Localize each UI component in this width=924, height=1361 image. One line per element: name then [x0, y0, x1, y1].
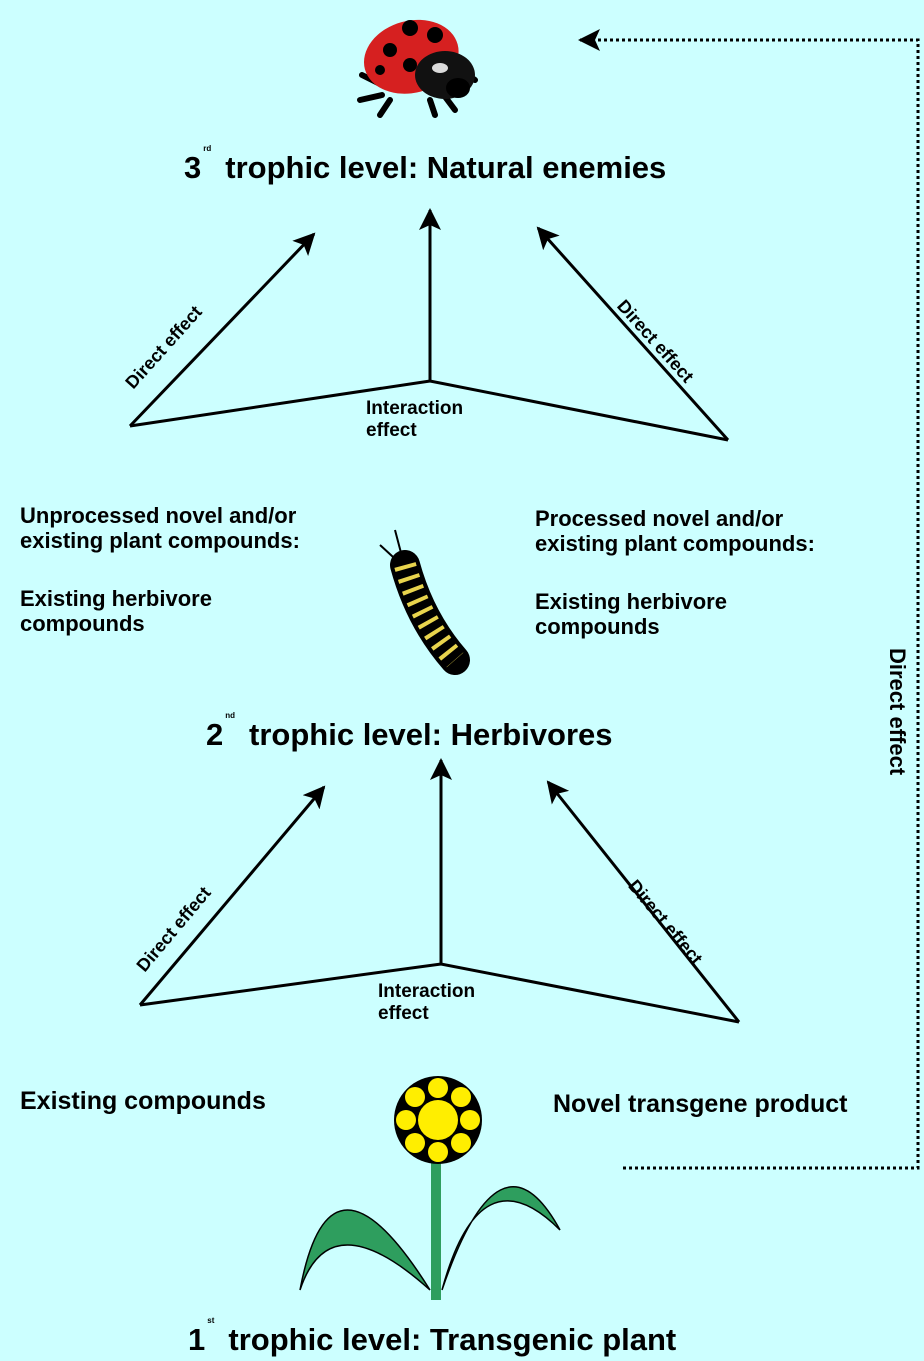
lower-interaction-effect-label: Interaction effect: [378, 981, 476, 1024]
first-trophic-level-label: 1sttrophic level: Transgenic plant: [188, 1316, 677, 1357]
herbivore-right-compounds: Processed novel and/or existing plant co…: [535, 506, 815, 639]
caterpillar-icon: [379, 529, 470, 675]
ladybug-icon: [357, 19, 478, 118]
third-trophic-level-label: 3rdtrophic level: Natural enemies: [184, 144, 667, 185]
flower-icon: [299, 1076, 561, 1300]
upper-interaction-effect-label: Interaction effect: [366, 398, 464, 441]
plant-existing-compounds: Existing compounds: [20, 1087, 266, 1115]
side-direct-effect-label: Direct effect: [885, 648, 910, 776]
second-trophic-level-label: 2ndtrophic level: Herbivores: [206, 711, 613, 752]
plant-novel-transgene-product: Novel transgene product: [553, 1090, 848, 1118]
side-direct-effect-arrow: [578, 29, 920, 1170]
lower-arrows: [138, 758, 741, 1024]
herbivore-left-compounds: Unprocessed novel and/or existing plant …: [20, 503, 300, 636]
upper-arrows: [128, 208, 730, 442]
